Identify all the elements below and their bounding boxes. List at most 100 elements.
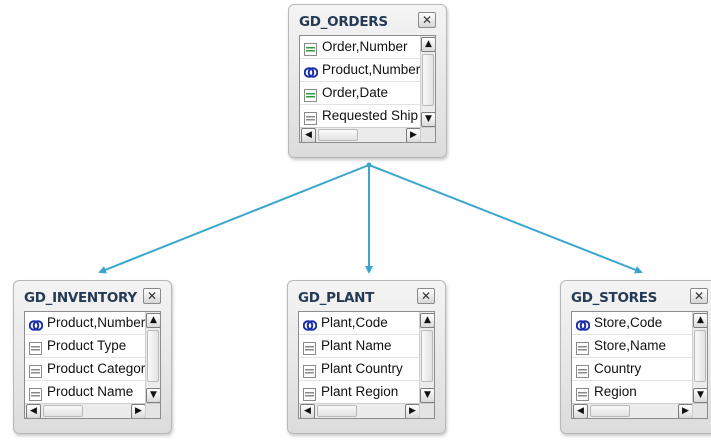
- field-row[interactable]: Region: [572, 381, 696, 404]
- horizontal-scroll-thumb[interactable]: [318, 129, 358, 141]
- field-row[interactable]: Store,Name: [572, 335, 696, 358]
- vertical-scrollbar[interactable]: ▲▼: [145, 312, 160, 404]
- field-row[interactable]: Product Name: [25, 381, 149, 404]
- horizontal-scrollbar[interactable]: ◀▶: [25, 403, 147, 418]
- column-icon: [576, 340, 590, 357]
- scrollbar-corner: [692, 403, 707, 418]
- field-label: Plant,Code: [321, 315, 388, 330]
- vertical-scrollbar[interactable]: ▲▼: [692, 312, 707, 404]
- close-table-button[interactable]: ✕: [690, 288, 708, 304]
- field-row[interactable]: Country: [572, 358, 696, 381]
- close-table-button[interactable]: ✕: [143, 288, 161, 304]
- scrollbar-corner: [145, 403, 160, 418]
- join-column-icon: [28, 317, 44, 334]
- vertical-scroll-thumb[interactable]: [422, 54, 434, 106]
- horizontal-scrollbar[interactable]: ◀▶: [299, 403, 421, 418]
- field-label: Plant Region: [321, 384, 399, 399]
- field-row[interactable]: Product,Number: [25, 312, 149, 335]
- close-table-button[interactable]: ✕: [417, 288, 435, 304]
- table-title: GD_STORES: [571, 290, 658, 306]
- scroll-down-button[interactable]: ▼: [146, 388, 160, 403]
- field-row[interactable]: Plant,Code: [299, 312, 423, 335]
- scroll-left-button[interactable]: ◀: [300, 404, 315, 418]
- field-row[interactable]: Requested Ship Date: [300, 105, 424, 128]
- scroll-up-button[interactable]: ▲: [421, 37, 435, 52]
- scroll-right-button[interactable]: ▶: [405, 404, 420, 418]
- field-row[interactable]: Plant Name: [299, 335, 423, 358]
- field-label: Product Name: [47, 384, 134, 399]
- field-row[interactable]: Order,Date: [300, 82, 424, 105]
- scroll-left-button[interactable]: ◀: [301, 128, 316, 142]
- column-icon: [576, 363, 590, 380]
- horizontal-scrollbar[interactable]: ◀▶: [300, 127, 422, 142]
- scroll-up-button[interactable]: ▲: [146, 313, 160, 328]
- column-icon: [29, 363, 43, 380]
- vertical-scrollbar[interactable]: ▲▼: [419, 312, 434, 404]
- vertical-scroll-thumb[interactable]: [694, 330, 706, 382]
- join-link-orders-inventory[interactable]: [98, 164, 370, 274]
- scroll-down-button[interactable]: ▼: [693, 388, 707, 403]
- field-label: Country: [594, 361, 642, 376]
- field-row[interactable]: Order,Number: [300, 36, 424, 59]
- field-row[interactable]: Product,Number: [300, 59, 424, 82]
- scroll-right-button[interactable]: ▶: [406, 128, 421, 142]
- table-title: GD_INVENTORY: [24, 290, 137, 306]
- field-label: Order,Number: [322, 39, 408, 54]
- field-label: Requested Ship Date: [322, 108, 424, 123]
- vertical-scrollbar[interactable]: ▲▼: [420, 36, 435, 128]
- column-icon: [576, 386, 590, 403]
- join-column-icon: [575, 317, 591, 334]
- close-table-button[interactable]: ✕: [418, 12, 436, 28]
- field-label: Product,Number: [322, 62, 421, 77]
- scrollbar-corner: [419, 403, 434, 418]
- close-icon: ✕: [146, 289, 158, 303]
- field-label: Store,Code: [594, 315, 663, 330]
- field-row[interactable]: Product Category: [25, 358, 149, 381]
- scrollbar-corner: [420, 127, 435, 142]
- close-icon: ✕: [421, 13, 433, 27]
- field-row[interactable]: Plant Region: [299, 381, 423, 404]
- field-label: Product Type: [47, 338, 127, 353]
- horizontal-scroll-thumb[interactable]: [43, 405, 83, 417]
- field-row[interactable]: Product Type: [25, 335, 149, 358]
- horizontal-scroll-thumb[interactable]: [317, 405, 357, 417]
- column-icon: [29, 340, 43, 357]
- scroll-down-button[interactable]: ▼: [420, 388, 434, 403]
- join-column-icon: [303, 64, 319, 81]
- column-icon: [304, 110, 318, 127]
- column-icon: [303, 363, 317, 380]
- scroll-right-button[interactable]: ▶: [131, 404, 146, 418]
- field-row[interactable]: Plant Country: [299, 358, 423, 381]
- scroll-down-button[interactable]: ▼: [421, 112, 435, 127]
- link-origin-dot: [366, 162, 372, 168]
- join-column-icon: [302, 317, 318, 334]
- scroll-up-button[interactable]: ▲: [420, 313, 434, 328]
- key-column-icon: [304, 41, 318, 58]
- field-label: Product,Number: [47, 315, 146, 330]
- horizontal-scrollbar[interactable]: ◀▶: [572, 403, 694, 418]
- scroll-up-button[interactable]: ▲: [693, 313, 707, 328]
- field-label: Order,Date: [322, 85, 389, 100]
- vertical-scroll-thumb[interactable]: [421, 330, 433, 382]
- horizontal-scroll-thumb[interactable]: [590, 405, 630, 417]
- table-title: GD_ORDERS: [299, 14, 388, 30]
- field-row[interactable]: Store,Code: [572, 312, 696, 335]
- vertical-scroll-thumb[interactable]: [147, 330, 159, 382]
- scroll-left-button[interactable]: ◀: [26, 404, 41, 418]
- join-link-orders-stores[interactable]: [368, 164, 643, 274]
- field-label: Plant Country: [321, 361, 403, 376]
- column-icon: [303, 386, 317, 403]
- scroll-right-button[interactable]: ▶: [678, 404, 693, 418]
- column-icon: [29, 386, 43, 403]
- close-icon: ✕: [693, 289, 705, 303]
- scroll-left-button[interactable]: ◀: [573, 404, 588, 418]
